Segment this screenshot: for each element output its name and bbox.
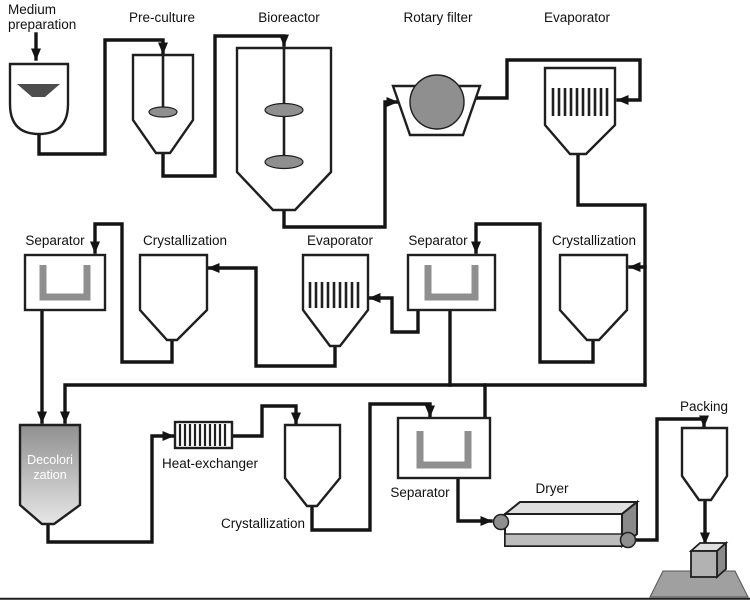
flow-preculture-to-bioreactor bbox=[161, 34, 289, 178]
crystallization-mid-right-unit bbox=[558, 253, 629, 342]
separator-mid-body bbox=[406, 253, 497, 312]
roller-icon bbox=[619, 531, 637, 549]
medium-preparation-vessel bbox=[8, 62, 70, 136]
packing-unit bbox=[649, 426, 749, 598]
flow-long-line-to-decolorization bbox=[60, 383, 647, 424]
dryer-unit bbox=[492, 499, 640, 549]
medium-preparation-body bbox=[8, 62, 70, 136]
dryer-label: Dryer bbox=[536, 481, 570, 496]
rotary-filter-unit bbox=[391, 74, 482, 137]
roller-icon bbox=[492, 513, 510, 531]
funnel-icon bbox=[17, 84, 60, 97]
separator-mid-unit bbox=[406, 253, 497, 312]
flow-heat-exchanger-to-crystallization-bottom bbox=[230, 404, 301, 438]
dryer-belt bbox=[504, 533, 623, 547]
medium-preparation-label-line1: Medium bbox=[8, 2, 56, 17]
crystallization-bottom-unit bbox=[283, 423, 342, 508]
flow-lines bbox=[31, 32, 710, 545]
basket-icon bbox=[424, 265, 479, 301]
medium-preparation-label-line2: preparation bbox=[8, 17, 76, 32]
flow-dryer-to-packing bbox=[630, 415, 709, 542]
flow-bioreactor-to-rotary-filter bbox=[282, 97, 399, 229]
dryer-top-face bbox=[502, 501, 640, 515]
bioreactor-tank bbox=[235, 46, 333, 212]
separator-left-unit bbox=[23, 253, 107, 312]
tube-bundle-icon bbox=[308, 282, 360, 308]
pre-culture-tank bbox=[131, 53, 195, 155]
heat-exchanger-body bbox=[173, 420, 234, 450]
crystallization-mid-right-label: Crystallization bbox=[552, 233, 636, 248]
flow-separator-mid-to-evaporator-mid bbox=[368, 293, 420, 334]
evaporator-top-label: Evaporator bbox=[544, 10, 611, 25]
flow-decolorization-to-heat-exchanger bbox=[46, 431, 175, 544]
evaporator-mid-body bbox=[301, 253, 370, 348]
separator-left-label: Separator bbox=[25, 233, 85, 248]
flow-rotary-filter-to-evaporator bbox=[472, 58, 642, 105]
evaporator-top-body bbox=[543, 66, 617, 156]
decolorization-body bbox=[18, 423, 82, 526]
labels: Medium preparation Pre-culture Bioreacto… bbox=[8, 2, 728, 531]
flow-crystallization-right-to-separator-mid bbox=[471, 222, 595, 364]
basket-icon bbox=[416, 431, 472, 469]
flow-crystallization-bottom-to-separator-bottom bbox=[310, 402, 435, 532]
rotary-drum-icon bbox=[409, 74, 465, 130]
crystallization-mid-left-label: Crystallization bbox=[143, 233, 227, 248]
separator-bottom-body bbox=[396, 416, 492, 480]
evaporator-top-unit bbox=[543, 66, 617, 156]
separator-bottom-label: Separator bbox=[390, 485, 450, 500]
impeller-icon bbox=[264, 154, 304, 170]
evaporator-mid-label: Evaporator bbox=[307, 233, 374, 248]
decolorization-unit bbox=[18, 423, 82, 526]
bioreactor-label: Bioreactor bbox=[258, 10, 320, 25]
crystallization-mid-left-unit bbox=[138, 253, 209, 342]
flow-evaporator-outlet-line bbox=[576, 152, 647, 387]
impeller-icon bbox=[264, 102, 304, 118]
heat-exchanger-label: Heat-exchanger bbox=[162, 456, 259, 471]
crystallizer-body bbox=[138, 253, 209, 342]
packing-hopper-body bbox=[680, 426, 729, 502]
packing-label: Packing bbox=[680, 399, 728, 414]
flow-medium-to-preculture bbox=[37, 38, 168, 156]
separator-bottom-unit bbox=[396, 416, 492, 480]
pre-culture-label: Pre-culture bbox=[129, 10, 195, 25]
separator-mid-label: Separator bbox=[408, 233, 468, 248]
crystallization-bottom-label: Crystallization bbox=[221, 516, 305, 531]
flow-separator-bottom-to-dryer bbox=[456, 476, 493, 526]
crystallizer-body bbox=[283, 423, 342, 508]
separator-left-body bbox=[23, 253, 107, 312]
decolorization-label-line2: zation bbox=[33, 468, 66, 482]
flow-crystallization-left-to-separator-left bbox=[90, 222, 174, 364]
evaporator-mid-unit bbox=[301, 253, 370, 348]
tube-bundle-icon bbox=[178, 424, 227, 446]
product-box-front bbox=[690, 550, 718, 578]
impeller-icon bbox=[148, 106, 178, 118]
decolorization-label-line1: Decolori bbox=[27, 453, 73, 467]
heat-exchanger-unit bbox=[173, 420, 234, 450]
rotary-filter-label: Rotary filter bbox=[403, 10, 473, 25]
flow-evaporator-mid-to-crystallization-left bbox=[207, 263, 337, 368]
crystallizer-body bbox=[558, 253, 629, 342]
tube-bundle-icon bbox=[551, 88, 609, 116]
basket-icon bbox=[39, 265, 91, 301]
